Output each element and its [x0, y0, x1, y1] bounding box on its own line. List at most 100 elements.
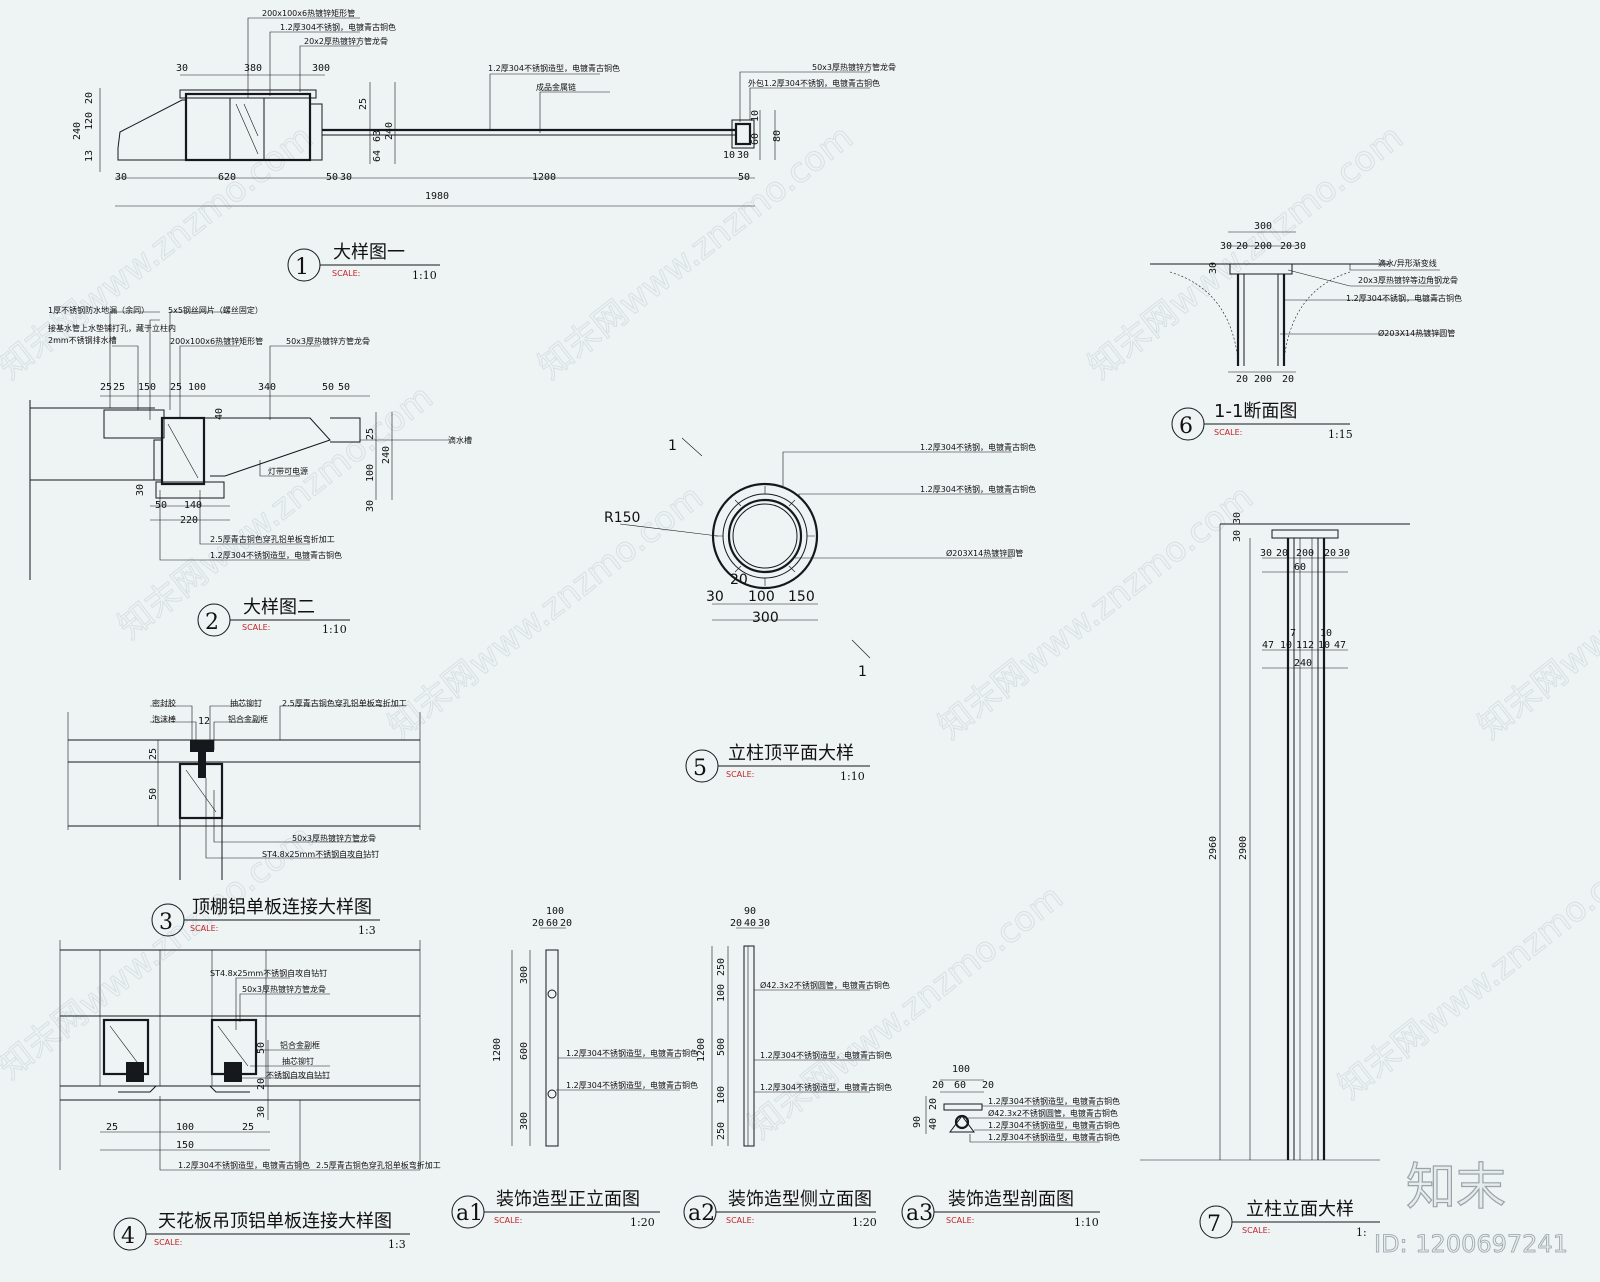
dim-text: 20	[84, 92, 95, 104]
scale-label: SCALE:	[726, 1216, 754, 1225]
dim-text: 100	[716, 1086, 727, 1104]
leader-line	[269, 31, 360, 96]
dim-text: 50	[326, 172, 338, 183]
dim-text: 25	[113, 382, 125, 393]
note: 1.2厚304不锈钢造型，电镀青古铜色	[566, 1048, 698, 1058]
dim-text: 12	[198, 716, 210, 727]
dim-text: 30	[1208, 262, 1219, 274]
scale-ratio: 1:20	[630, 1216, 655, 1229]
detail-number: 7	[1207, 1212, 1221, 1237]
dim-text: 60	[750, 133, 761, 145]
leader-line	[169, 311, 230, 410]
scale-ratio: 1:3	[358, 924, 376, 937]
detail-title: 立柱顶平面大样	[728, 743, 854, 764]
dim-text: 20	[1276, 548, 1288, 559]
dim-text: 20	[1236, 241, 1248, 252]
bracket-base	[117, 148, 186, 161]
leader-line	[269, 345, 320, 420]
dim-text: 50	[738, 172, 750, 183]
dim-text: 240	[381, 446, 392, 464]
leader-line	[235, 977, 290, 1030]
leader-line	[112, 345, 139, 410]
section-mark: 1	[668, 438, 677, 454]
note: 2mm不锈钢排水槽	[48, 335, 117, 345]
detail-title: 装饰造型侧立面图	[728, 1189, 872, 1210]
detail-number: a3	[906, 1201, 933, 1226]
leader-line	[213, 721, 260, 750]
note: 20x3厚热镀锌等边角钢龙骨	[1358, 275, 1458, 285]
note: ST4.8x25mm不锈钢自攻自钻钉	[262, 849, 379, 859]
dim-text: 63	[372, 130, 383, 142]
dim-text: 1200	[696, 1038, 707, 1062]
dim-text: 30	[365, 500, 376, 512]
dim-text: 140	[184, 500, 202, 511]
scale-ratio: 1:	[1356, 1226, 1367, 1239]
drip-edge	[330, 417, 361, 443]
dim-text: 150	[138, 382, 156, 393]
joint-sealant	[190, 740, 214, 752]
leader-line	[798, 493, 1012, 498]
note: Ø42.3x2不锈钢圆管，电镀青古铜色	[760, 980, 890, 990]
note: 5x5钢丝网片（螺丝固定）	[168, 305, 263, 315]
leader-line	[150, 721, 197, 744]
dim-text: 90	[744, 906, 756, 917]
end-cap-outer	[731, 119, 755, 149]
detail-title: 顶棚铝单板连接大样图	[192, 897, 372, 918]
dim-text: 100	[952, 1064, 970, 1075]
tube-hatch	[235, 103, 259, 155]
scale-label: SCALE:	[494, 1216, 522, 1225]
detail-6: 300 30 20 200 20 30 20 200 20 30 滴水/异形渐变…	[1150, 221, 1462, 441]
dim-text: 30	[737, 150, 749, 161]
note: 抽芯铆钉	[282, 1056, 314, 1066]
leader-line	[109, 311, 160, 408]
leader-line	[209, 705, 260, 742]
note: 密封胶	[152, 698, 176, 708]
scale-label: SCALE:	[946, 1216, 974, 1225]
steel-tube	[727, 498, 803, 574]
leader-line	[213, 790, 366, 843]
dim-text: 240	[72, 122, 83, 140]
detail-2: 25 25 150 25 100 340 50 50 50 140 30 220…	[29, 305, 472, 637]
dim-text: 25	[170, 382, 182, 393]
dim-text: 50	[338, 382, 350, 393]
leader-line	[489, 73, 600, 130]
dim-text: 1200	[532, 172, 556, 183]
note: 1.2厚304不锈钢造型，电镀青古铜色	[488, 63, 620, 73]
dim-text: 100	[365, 464, 376, 482]
note: 接基水管上水垫铺打孔，藏于立柱内	[48, 323, 176, 333]
detail-a2: 90 20 40 30 250 100 500 100 250 1200 Ø42…	[683, 906, 892, 1229]
brand-logo: 知末	[1406, 1158, 1506, 1216]
dim-text: 80	[772, 130, 783, 142]
dim-text: 30	[340, 172, 352, 183]
note: 泡沫棒	[152, 714, 176, 724]
leader-line	[539, 91, 610, 133]
dim-total: 1980	[425, 191, 449, 202]
section-mark: 1	[858, 664, 867, 680]
dim-text: 250	[716, 1122, 727, 1140]
dim-text: 30	[256, 1106, 267, 1118]
leader-line	[199, 490, 310, 545]
scale-ratio: 1:20	[852, 1216, 877, 1229]
note: 1.2厚304不锈钢造型，电镀青古铜色	[566, 1080, 698, 1090]
dim-text: 20	[1282, 374, 1294, 385]
dim-text: 2960	[1208, 836, 1219, 860]
scale-ratio: 1:15	[1328, 428, 1353, 441]
dim-text: 25	[106, 1122, 118, 1133]
dim-text: 25	[365, 428, 376, 440]
note: Ø203X14热镀锌圆管	[1378, 328, 1455, 338]
dim-text: 500	[716, 1038, 727, 1056]
note: 50x3厚热镀锌方管龙骨	[242, 984, 326, 994]
note: 成品金属链	[536, 82, 576, 92]
leader-line	[150, 705, 193, 742]
detail-number: 1	[295, 255, 309, 280]
dim-text: 100	[546, 906, 564, 917]
leader-line	[749, 87, 870, 120]
dim-text: 47	[1262, 640, 1274, 651]
canopy-profile	[204, 417, 331, 477]
screw	[224, 1062, 242, 1082]
leader-line	[279, 705, 400, 740]
leader-line	[259, 460, 300, 477]
dim-text: 250	[716, 958, 727, 976]
dim-text: 20	[928, 1098, 939, 1110]
detail-title: 装饰造型正立面图	[496, 1189, 640, 1210]
